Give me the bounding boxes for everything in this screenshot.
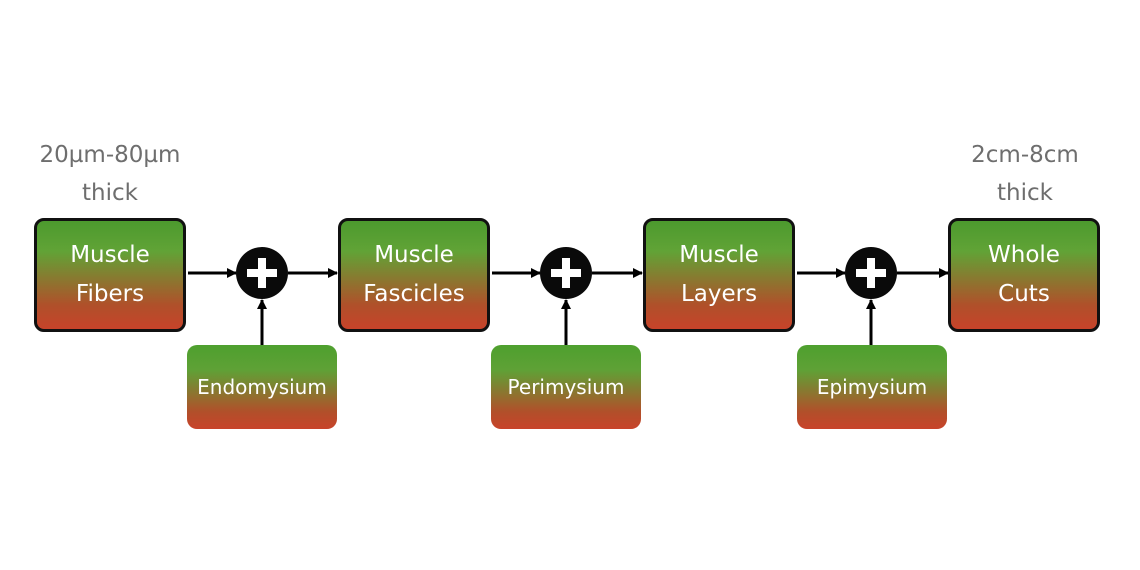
stage-label-line: Cuts xyxy=(998,281,1050,307)
tissue-label: Perimysium xyxy=(507,375,625,399)
stage-label-line: Muscle xyxy=(679,242,759,268)
cut-thickness-label: 2cm-8cm thick xyxy=(940,136,1110,212)
stage-whole-cuts: Whole Cuts xyxy=(948,218,1100,332)
tissue-endomysium: Endomysium xyxy=(187,345,337,429)
stage-muscle-fibers: Muscle Fibers xyxy=(34,218,186,332)
stage-label-line: Whole xyxy=(988,242,1060,268)
tissue-perimysium: Perimysium xyxy=(491,345,641,429)
stage-muscle-fascicles: Muscle Fascicles xyxy=(338,218,490,332)
plus-icon xyxy=(236,247,288,299)
stage-label-line: Muscle xyxy=(374,242,454,268)
fiber-thickness-unit: thick xyxy=(82,180,138,206)
tissue-label: Endomysium xyxy=(197,375,327,399)
stage-label-line: Fascicles xyxy=(363,281,465,307)
stage-label-line: Fibers xyxy=(75,281,145,307)
tissue-epimysium: Epimysium xyxy=(797,345,947,429)
tissue-label: Epimysium xyxy=(816,375,928,399)
cut-thickness-unit: thick xyxy=(997,180,1053,206)
stage-muscle-layers: Muscle Layers xyxy=(643,218,795,332)
stage-label-line: Muscle xyxy=(70,242,150,268)
fiber-thickness-value: 20µm-80µm xyxy=(39,142,181,168)
fiber-thickness-label: 20µm-80µm thick xyxy=(25,136,195,212)
plus-icon xyxy=(845,247,897,299)
cut-thickness-value: 2cm-8cm xyxy=(971,142,1079,168)
stage-label-line: Layers xyxy=(680,281,758,307)
plus-icon xyxy=(540,247,592,299)
